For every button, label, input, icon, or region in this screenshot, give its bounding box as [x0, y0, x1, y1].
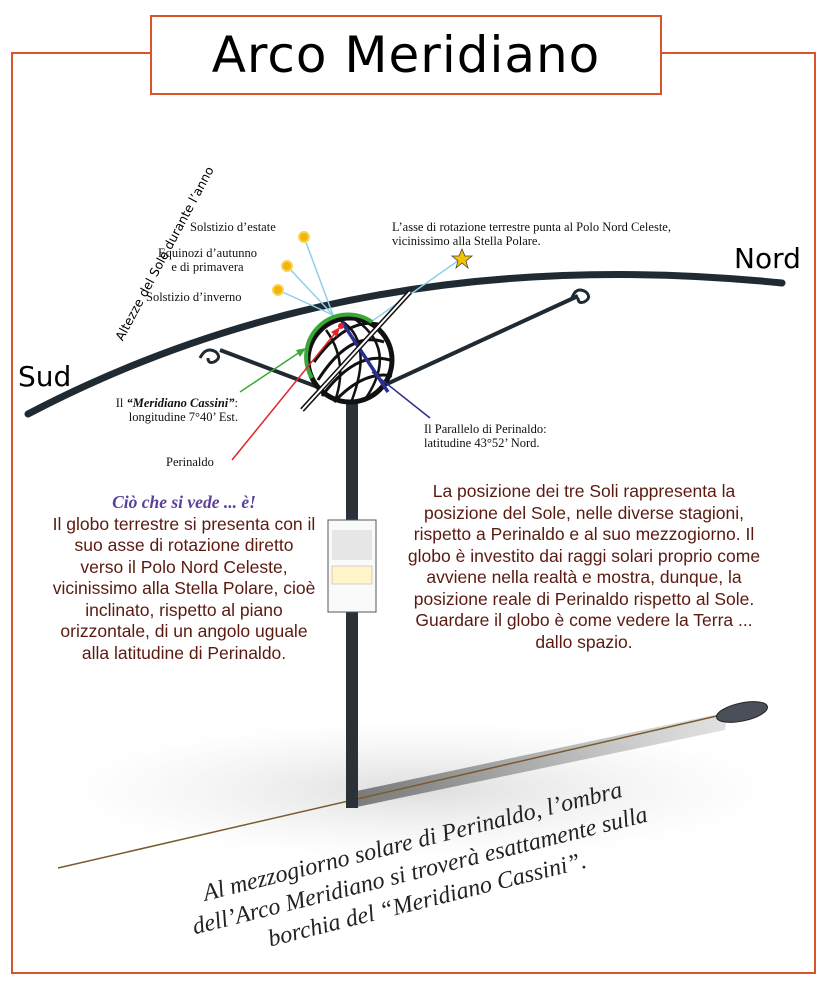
- axis-note: L’asse di rotazione terrestre punta al P…: [392, 220, 671, 248]
- arc-shadow: [352, 712, 728, 808]
- meridian-pointer: [239, 351, 301, 393]
- ray-equinox: [286, 265, 334, 316]
- meridian-label-suffix: : longitudine 7°40’ Est.: [128, 396, 238, 424]
- perinaldo-arrowhead: [331, 327, 340, 337]
- info-panel-image: [332, 530, 372, 560]
- summer-solstice-label: Solstizio d’estate: [190, 220, 276, 234]
- polaris-star-icon: [450, 247, 474, 270]
- parallel-label: Il Parallelo di Perinaldo: latitudine 43…: [424, 422, 547, 450]
- parallel-pointer: [371, 371, 431, 419]
- meridian-line: [57, 705, 761, 869]
- south-label: Sud: [18, 360, 72, 393]
- winter-solstice-label: Solstizio d’inverno: [146, 290, 242, 304]
- ray-winter: [277, 289, 334, 316]
- title-box: Arco Meridiano: [150, 15, 662, 95]
- meridian-label-name: “Meridiano Cassini”: [126, 396, 235, 410]
- meridian-arc: [24, 270, 786, 418]
- right-paragraph: La posizione dei tre Soli rappresenta la…: [407, 481, 761, 652]
- meridian-label: Il “Meridiano Cassini”: longitudine 7°40…: [110, 396, 238, 424]
- equinox-label: Equinozi d’autunno e di primavera: [158, 246, 257, 274]
- left-scroll: [198, 348, 221, 364]
- meridian-stud: [715, 701, 769, 723]
- perinaldo-label: Perinaldo: [166, 455, 214, 469]
- left-paragraph-lead: Ciò che si vede ... è!: [112, 492, 256, 512]
- ray-summer: [303, 236, 334, 316]
- left-paragraph: Ciò che si vede ... è! Il globo terrestr…: [52, 492, 316, 664]
- perinaldo-pointer: [231, 331, 337, 461]
- sun-equinox-icon: [281, 260, 293, 272]
- page-title: Arco Meridiano: [211, 26, 601, 84]
- info-panel-text: [331, 565, 373, 585]
- sun-summer-icon: [298, 231, 310, 243]
- globe: [300, 290, 412, 412]
- arc-struts: [219, 294, 579, 403]
- meridian-arrowhead: [296, 348, 306, 357]
- left-paragraph-body: Il globo terrestre si presenta con il su…: [52, 513, 316, 663]
- north-label: Nord: [734, 242, 801, 275]
- right-scroll: [570, 288, 591, 304]
- meridian-label-prefix: Il: [115, 396, 127, 410]
- sun-winter-icon: [272, 284, 284, 296]
